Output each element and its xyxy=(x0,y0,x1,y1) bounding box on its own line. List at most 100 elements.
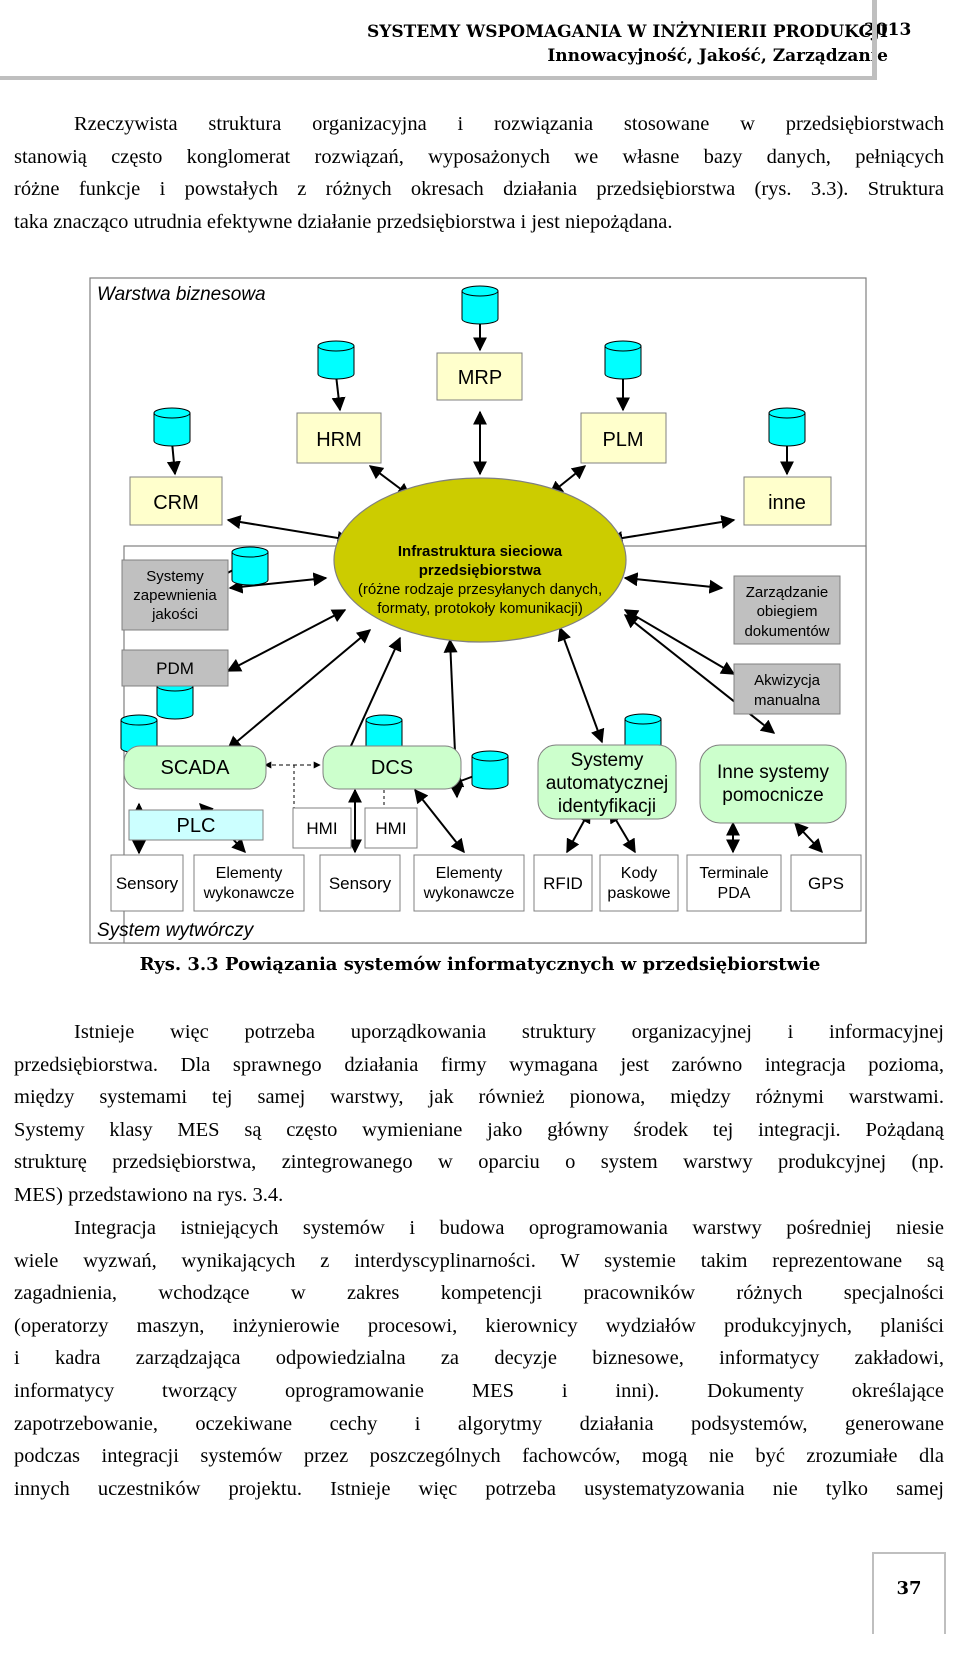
paragraph-intro: Rzeczywista struktura organizacyjna i ro… xyxy=(14,108,944,238)
auto-identification-box xyxy=(537,744,677,820)
network-infrastructure-ellipse xyxy=(333,477,627,643)
auxiliary-systems-box xyxy=(699,744,847,824)
text-line: wiele wyzwań, wynikających z interdyscyp… xyxy=(14,1249,944,1272)
production-system-label: System wytwórczy xyxy=(97,920,255,941)
crm-label: CRM xyxy=(153,492,199,514)
hrm-label: HRM xyxy=(316,429,362,451)
database-icon xyxy=(461,285,499,325)
text-line: informatycy tworzący oprogramowanie MES … xyxy=(14,1379,944,1402)
actuators-line: wykonawcze xyxy=(423,885,515,902)
text-line: MES) przedstawiono na rys. 3.4. xyxy=(14,1183,284,1206)
center-line: Infrastruktura sieciowa xyxy=(398,543,563,560)
text-line: (operatorzy maszyn, inżynierowie proceso… xyxy=(14,1314,944,1337)
page-number-frame xyxy=(872,1552,946,1634)
aux-line: Inne systemy xyxy=(717,762,829,783)
scada-label: SCADA xyxy=(161,757,231,779)
hrm-box xyxy=(296,412,382,464)
actuators-line: Elementy xyxy=(216,865,283,882)
pdm-box xyxy=(121,649,229,687)
barcodes-line: Kody xyxy=(621,865,657,882)
text-line: stanowią często konglomerat rozwiązań, w… xyxy=(14,145,944,168)
center-line: przedsiębiorstwa xyxy=(419,562,542,579)
autoid-line: identyfikacji xyxy=(558,796,656,817)
plm-box xyxy=(580,412,667,464)
documents-line: Zarządzanie xyxy=(746,584,829,601)
autoid-line: Systemy xyxy=(571,750,644,771)
inne-box xyxy=(743,476,832,526)
aux-line: pomocnicze xyxy=(722,785,823,806)
manual-acquisition-box xyxy=(733,663,841,715)
quality-line: jakości xyxy=(151,606,198,623)
text-line: zagadnienia, wchodzące w zakres kompeten… xyxy=(14,1282,944,1305)
gps-label: GPS xyxy=(808,874,844,893)
database-icon xyxy=(156,680,194,720)
crm-box xyxy=(129,476,223,526)
barcodes-box xyxy=(599,854,679,912)
database-icon xyxy=(768,407,806,447)
center-line: (różne rodzaje przesyłanych danych, xyxy=(358,581,602,598)
business-layer-label: Warstwa biznesowa xyxy=(97,284,266,305)
database-icon xyxy=(604,340,642,380)
inne-label: inne xyxy=(768,492,806,514)
dcs-box xyxy=(322,745,462,790)
text-line: Integracja istniejących systemów i budow… xyxy=(74,1217,944,1239)
running-header: SYSTEMY WSPOMAGANIA W INŻYNIERII PRODUKC… xyxy=(367,20,888,68)
document-management-box xyxy=(733,575,841,645)
header-divider-horizontal xyxy=(0,76,872,80)
text-line: Istnieje więc potrzeba uporządkowania st… xyxy=(74,1021,944,1043)
database-icon xyxy=(153,407,191,447)
sensors-box xyxy=(319,854,401,912)
text-line: innych uczestników projektu. Istnieje wi… xyxy=(14,1477,944,1500)
database-icon xyxy=(317,340,355,380)
hmi-box xyxy=(292,807,352,849)
text-line: różne funkcje i powstałych z różnych okr… xyxy=(14,178,944,201)
text-line: i kadra zarządzająca odpowiedzialna za d… xyxy=(14,1347,944,1370)
text-line: Rzeczywista struktura organizacyjna i ro… xyxy=(74,113,944,135)
actuators-line: wykonawcze xyxy=(203,885,295,902)
text-line: taka znacząco utrudnia efektywne działan… xyxy=(14,210,673,233)
paragraph-challenges: Integracja istniejących systemów i budow… xyxy=(14,1212,944,1505)
center-line: formaty, protokoły komunikacji) xyxy=(377,600,583,617)
autoid-line: automatycznej xyxy=(546,773,669,794)
pda-line: Terminale xyxy=(699,865,768,882)
gps-box xyxy=(790,854,862,912)
figure-caption: Rys. 3.3 Powiązania systemów informatycz… xyxy=(139,954,821,975)
mrp-box xyxy=(436,352,523,401)
barcodes-line: paskowe xyxy=(607,885,670,902)
quality-line: Systemy xyxy=(146,568,204,585)
scada-box xyxy=(123,745,267,790)
header-divider-vertical xyxy=(872,0,877,80)
database-icon xyxy=(471,750,509,790)
hmi-label: HMI xyxy=(375,819,406,838)
documents-line: dokumentów xyxy=(744,623,829,640)
text-line: zapotrzebowanie, oczekiwane cechy i algo… xyxy=(14,1412,944,1435)
database-icon xyxy=(231,546,269,586)
pdm-label: PDM xyxy=(156,659,194,678)
dcs-label: DCS xyxy=(371,757,413,779)
sensors-box xyxy=(110,854,184,912)
text-line: podczas integracji systemów przez poszcz… xyxy=(14,1445,944,1468)
text-line: między systemami tej samej warstwy, jak … xyxy=(14,1086,944,1109)
documents-line: obiegiem xyxy=(757,603,818,620)
pda-line: PDA xyxy=(718,885,751,902)
plc-box xyxy=(128,809,264,841)
paragraph-integration: Istnieje więc potrzeba uporządkowania st… xyxy=(14,1016,944,1212)
rfid-box xyxy=(533,854,593,912)
plm-label: PLM xyxy=(602,429,643,451)
pda-terminals-box xyxy=(686,854,782,912)
mrp-label: MRP xyxy=(458,367,502,389)
quality-systems-box xyxy=(121,559,229,631)
plc-label: PLC xyxy=(177,815,216,837)
rfid-label: RFID xyxy=(543,874,583,893)
page-number: 37 xyxy=(896,1578,922,1599)
manual-line: Akwizycja xyxy=(754,672,821,689)
systems-diagram: Warstwa biznesowa System wytwórczy xyxy=(89,277,867,944)
header-subtitle: Innowacyjność, Jakość, Zarządzanie xyxy=(547,46,888,66)
sensors-label: Sensory xyxy=(116,874,179,893)
actuators-box xyxy=(413,854,525,912)
hmi-label: HMI xyxy=(306,819,337,838)
actuators-box xyxy=(193,854,305,912)
header-title: SYSTEMY WSPOMAGANIA W INŻYNIERII PRODUKC… xyxy=(366,22,888,42)
hmi-box xyxy=(364,807,418,849)
text-line: strukturę przedsiębiorstwa, zintegrowane… xyxy=(14,1151,944,1174)
